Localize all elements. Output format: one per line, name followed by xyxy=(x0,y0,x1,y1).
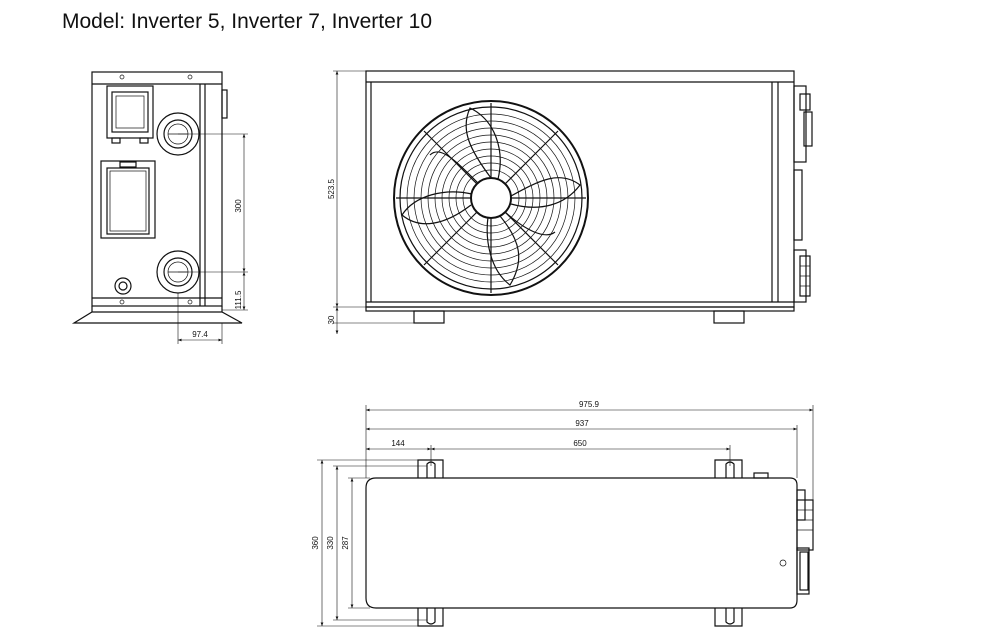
dim-foot-offset: 144 xyxy=(391,439,405,448)
top-body-outline xyxy=(365,477,798,609)
dim-outlet-height: 111.5 xyxy=(234,290,243,309)
top-view: 975.9 937 144 650 360 330 287 xyxy=(311,400,814,627)
dim-foot-height: 30 xyxy=(327,315,336,324)
control-panel xyxy=(106,85,154,144)
front-body-outline xyxy=(365,70,795,308)
drain-port xyxy=(114,277,132,295)
side-view: 300 111.5 97.4 xyxy=(71,71,248,344)
dim-foot-spacing: 650 xyxy=(573,439,587,448)
dim-pipe-offset: 97.4 xyxy=(192,330,208,339)
front-view: 523.5 30 xyxy=(327,70,813,334)
front-foot-right xyxy=(713,310,745,324)
dim-overall-depth: 360 xyxy=(311,536,320,550)
side-body-outline xyxy=(91,71,223,307)
fan-grille xyxy=(393,100,589,296)
dim-foot-depth: 330 xyxy=(326,536,335,550)
dim-front-height: 523.5 xyxy=(327,178,336,199)
dim-inlet-spacing: 300 xyxy=(234,199,243,213)
dim-body-depth: 287 xyxy=(341,536,350,550)
access-panel xyxy=(100,160,156,239)
model-title: Model: Inverter 5, Inverter 7, Inverter … xyxy=(62,10,433,33)
dim-overall-length: 975.9 xyxy=(579,400,600,409)
front-foot-left xyxy=(413,310,445,324)
dim-body-length: 937 xyxy=(575,419,589,428)
